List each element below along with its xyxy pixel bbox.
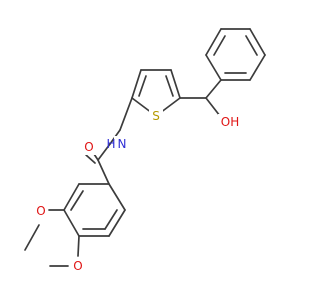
carbonyl-oxygen-symbol: O — [84, 140, 93, 154]
hydroxyl-label: OH — [218, 114, 242, 130]
bond-carbonyl-oxygen-b — [85, 154, 96, 164]
molecule-structure-diagram: N H O S OH O O — [24, 28, 266, 274]
methoxy-oxygen-1-symbol: O — [36, 204, 45, 218]
phenyl-ring — [205, 28, 266, 81]
sulfur-label: S — [149, 108, 163, 124]
bond-thiophene-methylene — [119, 97, 133, 131]
methoxy-oxygen-1-label: O — [34, 203, 48, 219]
bond-methoxy-1-methyl — [24, 224, 40, 251]
carbonyl-oxygen-label: O — [82, 139, 96, 155]
bond-carbonyl-ring — [97, 159, 110, 185]
bond-ring-methoxy-oxygen-2 — [77, 235, 80, 257]
dimethoxybenzene-ring — [63, 183, 126, 237]
atom-labels: N H O S OH O O — [34, 108, 242, 274]
bond-chiral-hydroxyl — [205, 97, 221, 117]
bond-nitrogen-carbonyl — [97, 143, 111, 161]
amide-nitrogen-label: N H — [106, 136, 130, 152]
methoxy-oxygen-2-symbol: O — [73, 259, 82, 273]
methoxy-oxygen-2-label: O — [71, 258, 85, 274]
bond-skeleton — [24, 28, 266, 267]
amide-hydrogen-symbol: H — [106, 137, 115, 151]
amide-nitrogen-symbol: N — [118, 137, 127, 151]
hydroxyl-symbol: OH — [221, 115, 239, 129]
bond-phenyl-chiral — [205, 79, 222, 99]
sulfur-symbol: S — [152, 109, 160, 123]
